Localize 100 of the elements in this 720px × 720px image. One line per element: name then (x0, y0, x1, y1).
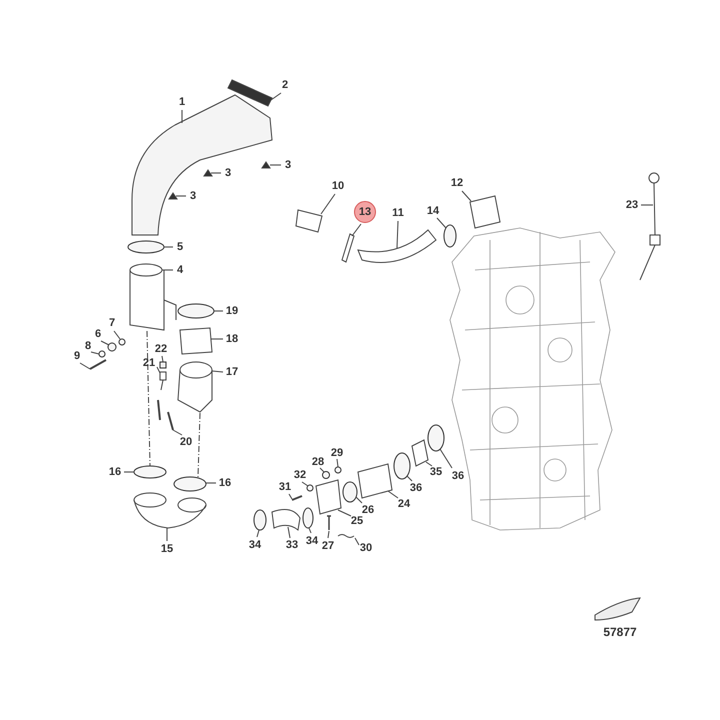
leader-line (338, 510, 352, 516)
cap-drawing (118, 338, 126, 346)
sensor-drawing (160, 372, 166, 390)
leader-line (462, 190, 472, 202)
callout-number: 10 (332, 180, 344, 192)
leader-line (640, 204, 654, 206)
leader-line (172, 430, 182, 436)
leader-line (288, 494, 292, 500)
seal-ring-drawing (254, 510, 266, 530)
seal-ring-drawing (428, 424, 444, 452)
callout-number: 3 (224, 167, 232, 179)
leader-line (352, 224, 362, 236)
clamp-drawing (174, 476, 206, 492)
leader-line (162, 356, 164, 362)
callout-number: 35 (430, 466, 442, 478)
leader-line (210, 172, 222, 174)
leader-line (100, 340, 110, 346)
callout-number: 27 (322, 540, 334, 552)
drawing-number: 57877 (603, 625, 637, 639)
callout-number: 29 (330, 447, 344, 459)
callout-number: 6 (94, 328, 102, 340)
callout-number: 32 (294, 469, 306, 481)
bolt-drawing (157, 399, 174, 431)
leader-line (406, 476, 412, 482)
intake-elbow-drawing (134, 492, 206, 528)
callout-number: 14 (426, 205, 440, 217)
washer-drawing (306, 484, 314, 492)
leader-line (426, 462, 432, 466)
callout-number: 28 (312, 456, 324, 468)
leader-line (80, 362, 90, 370)
center-line (198, 412, 200, 478)
o-ring-drawing (342, 482, 358, 502)
callout-number: 12 (450, 177, 464, 189)
callout-number: 2 (282, 79, 288, 91)
leader-line (320, 194, 336, 214)
bellows-drawing (411, 439, 429, 467)
sleeve-drawing (295, 209, 323, 233)
callout-number: 31 (278, 481, 292, 493)
leader-line (328, 530, 330, 538)
leader-line (166, 528, 168, 542)
callout-number: 33 (286, 539, 298, 551)
leader-line (396, 220, 398, 248)
callout-number: 16 (218, 477, 232, 489)
intake-adapter-drawing (130, 264, 176, 331)
leader-line (270, 164, 282, 166)
leader-line (436, 218, 446, 228)
intake-hose-drawing (358, 230, 436, 263)
air-intake-duct-drawing (132, 94, 272, 236)
callout-number: 25 (350, 515, 364, 527)
callout-number: 11 (392, 207, 404, 219)
grommet-drawing (108, 342, 116, 352)
leader-line (164, 246, 174, 248)
callout-number: 36 (410, 482, 422, 494)
callout-number: 5 (176, 241, 184, 253)
callout-number: 34 (306, 535, 318, 547)
callout-number: 8 (84, 340, 92, 352)
seal-ring-drawing (444, 224, 456, 248)
callout-number: 26 (362, 504, 374, 516)
dipstick-drawing (640, 172, 660, 280)
leader-line (308, 528, 312, 534)
callout-number: 1 (178, 96, 186, 108)
leader-line (156, 366, 160, 374)
cover-drawing (315, 479, 342, 515)
leader-line (114, 330, 120, 340)
highlighted-callout-number: 13 (354, 201, 376, 223)
bolt-drawing (90, 359, 106, 370)
leader-line (212, 370, 224, 372)
leader-line (270, 92, 282, 100)
leader-line (354, 538, 360, 546)
callout-number: 34 (248, 539, 262, 551)
callout-number: 21 (142, 357, 156, 369)
leader-line (302, 482, 308, 486)
callout-number: 30 (360, 542, 372, 554)
seal-ring-drawing (302, 508, 314, 528)
callout-number: 9 (74, 350, 80, 362)
filter-element-drawing (227, 79, 273, 107)
callout-number: 18 (226, 333, 238, 345)
leader-line (256, 530, 260, 538)
bolt-drawing (292, 495, 302, 501)
cap-drawing (334, 466, 342, 474)
callout-number: 19 (226, 305, 238, 317)
leader-line (210, 338, 224, 340)
leader-line (320, 468, 324, 472)
callout-number: 3 (284, 159, 292, 171)
callout-number: 3 (190, 190, 196, 202)
leader-line (356, 496, 362, 504)
screw-drawing (261, 161, 271, 168)
sleeve-drawing (469, 195, 501, 229)
callout-number: 16 (108, 466, 122, 478)
pin-drawing (341, 233, 355, 263)
clamp-drawing (178, 304, 214, 318)
leader-line (214, 310, 224, 312)
housing-drawing (357, 463, 393, 499)
clip-drawing (338, 534, 354, 538)
callout-number: 17 (226, 366, 238, 378)
washer-drawing (98, 350, 106, 358)
leader-line (90, 352, 100, 354)
bellows-hose-drawing (272, 509, 300, 530)
seal-ring-drawing (394, 452, 410, 480)
leader-line (288, 526, 290, 538)
